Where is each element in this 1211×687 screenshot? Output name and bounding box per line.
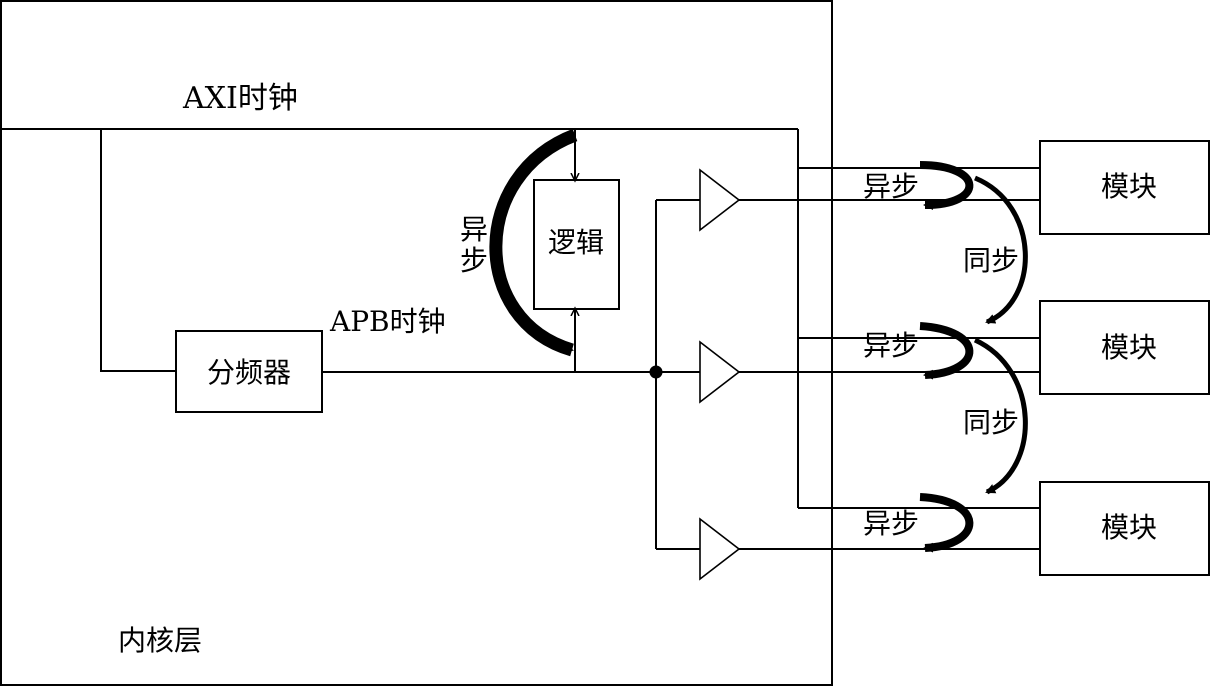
module-2-label: 模块	[1101, 331, 1157, 364]
apb-clock-label: APB时钟	[329, 305, 446, 338]
sync-arc-2-3	[973, 337, 1028, 495]
logic-label: 逻辑	[548, 226, 604, 259]
module-box-2	[1039, 300, 1210, 395]
core-layer-frame	[0, 0, 833, 686]
logic-async-arc	[489, 128, 578, 357]
divider-label: 分频器	[207, 356, 291, 389]
module-2-async-loop	[919, 322, 974, 380]
module-box-3	[1039, 481, 1210, 576]
buffer-bottom	[699, 517, 741, 581]
sync-label-1: 同步	[963, 244, 1019, 277]
core-layer-label: 内核层	[118, 624, 202, 657]
sync-arc-1-2	[974, 175, 1028, 325]
buffer-middle	[699, 340, 741, 404]
logic-async-label-bottom: 步	[460, 244, 488, 277]
module-box-1	[1039, 140, 1210, 235]
module-1-label: 模块	[1101, 170, 1157, 203]
module-3-async-label: 异步	[863, 507, 919, 540]
module-3-label: 模块	[1101, 511, 1157, 544]
module-2-async-label: 异步	[863, 329, 919, 362]
axi-clock-label: AXI时钟	[182, 81, 298, 116]
sync-label-2: 同步	[963, 406, 1019, 439]
module-3-async-loop	[919, 493, 974, 553]
logic-async-label-top: 异	[460, 213, 488, 246]
buffer-top	[699, 168, 741, 232]
module-1-async-loop	[919, 161, 974, 210]
module-1-async-label: 异步	[863, 170, 919, 203]
axi-to-divider-wire	[100, 129, 176, 372]
